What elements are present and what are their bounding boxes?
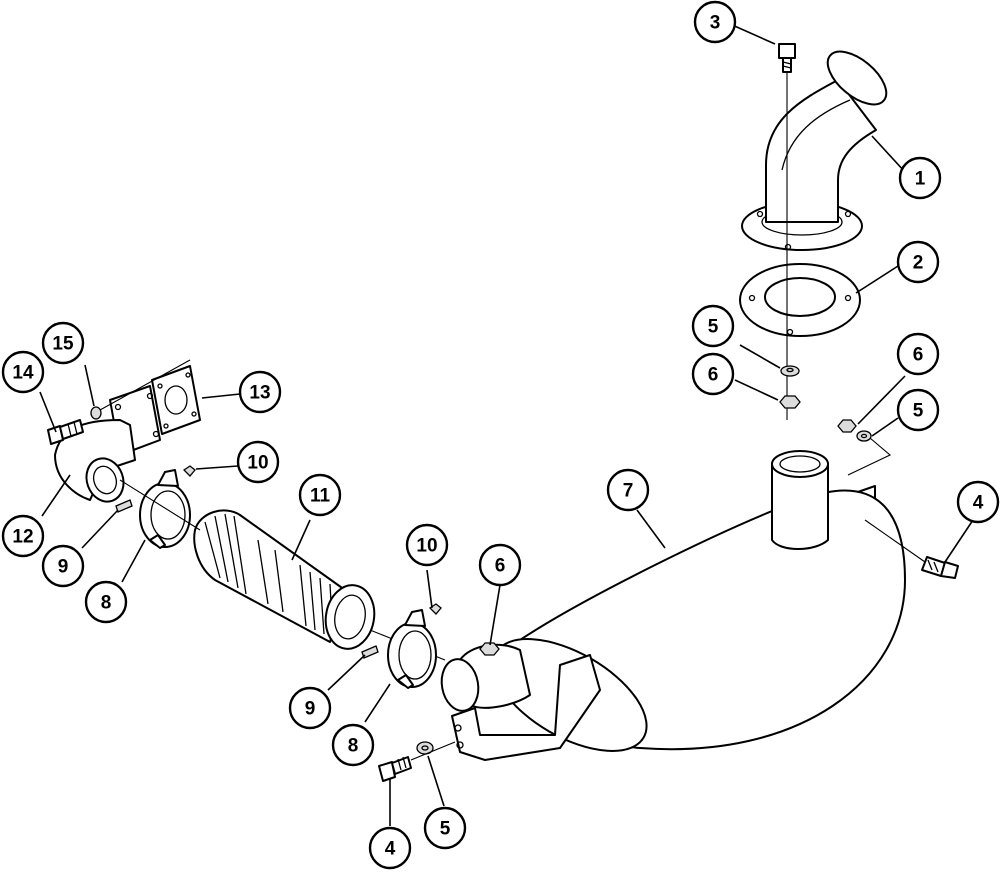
assembly-axis-bolt-lower bbox=[410, 741, 456, 761]
outlet-washer bbox=[780, 365, 800, 377]
callout-c5a: 5 bbox=[691, 304, 735, 348]
callout-c9a: 9 bbox=[41, 544, 85, 588]
callout-label: 6 bbox=[913, 345, 924, 366]
callout-c9b: 9 bbox=[288, 686, 332, 730]
callout-label: 6 bbox=[495, 556, 506, 577]
callout-label: 9 bbox=[305, 699, 316, 720]
callout-label: 4 bbox=[385, 839, 396, 860]
assembly-axis-bolt-right bbox=[864, 519, 926, 563]
callout-label: 5 bbox=[440, 819, 451, 840]
callout-label: 4 bbox=[973, 493, 984, 514]
flex-pipe bbox=[193, 509, 376, 650]
callout-c10a: 10 bbox=[236, 440, 280, 484]
lower-bolt bbox=[378, 756, 412, 782]
callout-label: 11 bbox=[310, 486, 331, 507]
callout-c8a: 8 bbox=[84, 580, 128, 624]
callout-c14: 14 bbox=[1, 350, 45, 394]
callout-label: 2 bbox=[913, 253, 924, 274]
bracket-washer-right bbox=[856, 430, 872, 442]
inlet-nut bbox=[479, 642, 500, 656]
inlet-washer bbox=[90, 406, 102, 420]
callout-label: 3 bbox=[710, 13, 721, 34]
callout-c6c: 6 bbox=[478, 543, 522, 587]
callout-label: 12 bbox=[12, 527, 33, 548]
callout-label: 8 bbox=[348, 736, 359, 757]
callout-c11: 11 bbox=[298, 473, 342, 517]
callout-c6a: 6 bbox=[691, 352, 735, 396]
callout-c8b: 8 bbox=[331, 723, 375, 767]
callout-c12: 12 bbox=[1, 514, 45, 558]
bracket-nut-right bbox=[837, 419, 857, 433]
clamp-left-screw bbox=[115, 499, 133, 513]
callout-label: 10 bbox=[247, 453, 268, 474]
inlet-elbow bbox=[54, 385, 161, 503]
callout-c13: 13 bbox=[238, 370, 282, 414]
callout-label: 14 bbox=[12, 363, 34, 384]
callout-label: 7 bbox=[623, 481, 634, 502]
bracket-bolt-right bbox=[921, 556, 959, 579]
callout-c4b: 4 bbox=[368, 826, 412, 870]
assembly-axis-flex-left bbox=[119, 479, 201, 531]
callout-c10b: 10 bbox=[405, 523, 449, 567]
callout-c7: 7 bbox=[606, 468, 650, 512]
outlet-gasket bbox=[739, 263, 861, 337]
callout-c6b: 6 bbox=[896, 332, 940, 376]
callout-label: 9 bbox=[58, 557, 69, 578]
callout-c5b: 5 bbox=[896, 388, 940, 432]
callout-c3: 3 bbox=[693, 0, 737, 44]
leader-lines bbox=[39, 23, 974, 826]
muffler bbox=[440, 450, 906, 761]
outlet-nut bbox=[779, 395, 801, 409]
callout-label: 13 bbox=[249, 383, 270, 404]
assembly-axis-bracket bbox=[847, 437, 892, 476]
callout-label: 8 bbox=[101, 593, 112, 614]
outlet-bolt bbox=[778, 43, 796, 73]
callout-c15: 15 bbox=[41, 321, 85, 365]
clamp-left-nut bbox=[182, 465, 196, 477]
callout-label: 10 bbox=[416, 536, 437, 557]
inlet-bolt bbox=[47, 419, 84, 445]
callout-c2: 2 bbox=[896, 240, 940, 284]
exhaust-elbow-outlet bbox=[741, 50, 888, 251]
callout-label: 5 bbox=[708, 317, 719, 338]
clamp-right bbox=[387, 609, 437, 689]
clamp-left bbox=[139, 469, 191, 549]
assembly-axis-inlet bbox=[99, 359, 191, 411]
callout-c4a: 4 bbox=[956, 480, 1000, 524]
callout-c5c: 5 bbox=[423, 806, 467, 850]
callout-label: 5 bbox=[913, 401, 924, 422]
callout-label: 1 bbox=[915, 169, 926, 190]
callout-c1: 1 bbox=[898, 156, 942, 200]
callout-label: 6 bbox=[708, 365, 719, 386]
callout-label: 15 bbox=[52, 334, 74, 355]
inlet-flange-gasket bbox=[151, 365, 201, 435]
clamp-right-nut bbox=[428, 603, 442, 615]
